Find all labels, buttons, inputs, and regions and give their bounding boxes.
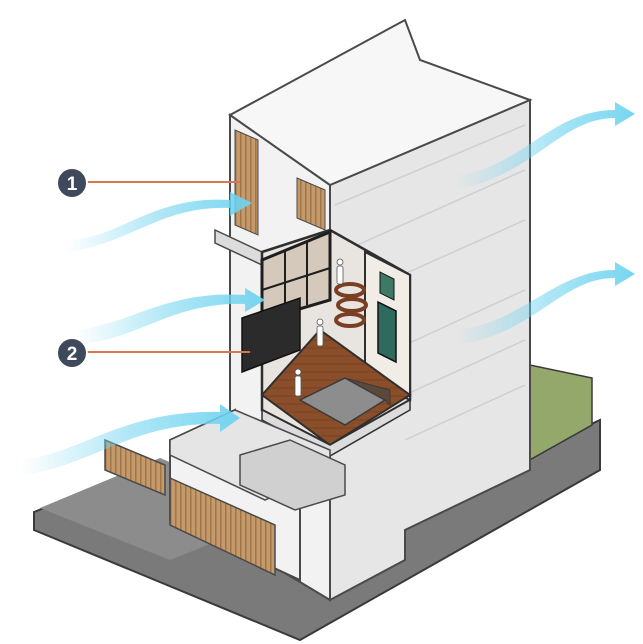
callout-1-badge [56,167,88,199]
wall-artwork [377,300,397,364]
wardrobe-panel [241,296,301,374]
airflow-arrow-lower-left [20,404,240,475]
bed-headboard [344,377,391,407]
mezzanine-window [260,229,332,323]
airflow-arrow-upper-right [455,102,635,190]
airflow-arrows [20,102,635,475]
garage-door [169,476,276,577]
human-figures [294,258,344,397]
timber-screen-mid [296,177,326,231]
floor-slab [261,398,411,457]
airflow-arrow-lower-right [455,262,635,345]
spiral-staircase [334,282,368,328]
wall-artwork-small [379,271,395,301]
callout-1: 1 [56,167,240,199]
callout-2-badge [56,337,88,369]
callout-2-number: 2 [67,344,78,365]
side-fence [104,438,166,497]
callout-1-number: 1 [67,174,78,195]
callout-2: 2 [56,337,250,369]
airflow-arrow-upper-left [65,192,252,252]
airflow-arrow-mid-left [75,288,265,345]
building-roof [228,18,533,187]
carport-slab [239,439,346,511]
